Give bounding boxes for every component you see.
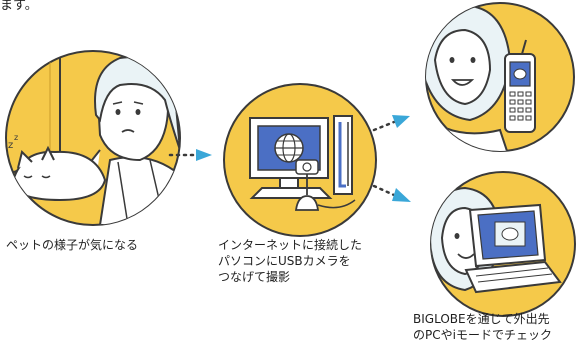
- caption-pc: インターネットに接続した パソコンにUSBカメラを つなげて撮影: [218, 237, 362, 285]
- caption-check-line: のPCやiモードでチェック: [413, 328, 552, 342]
- computer-scene: [223, 83, 377, 237]
- caption-pc-line: パソコンにUSBカメラを: [218, 254, 351, 268]
- dotted-arrow-icon: [168, 149, 212, 161]
- computer-camera-icon: [249, 115, 356, 211]
- svg-text:z: z: [8, 140, 13, 151]
- mobile-phone-icon: [504, 39, 536, 133]
- top-text-fragment: ます。: [0, 0, 38, 14]
- laptop-check-scene: [430, 171, 576, 317]
- caption-check: BIGLOBEを通じて外出先 のPCやiモードでチェック: [413, 311, 552, 343]
- dotted-arrow-icon: [372, 115, 410, 132]
- pet-scene: z z: [5, 50, 181, 226]
- globe-icon: [274, 133, 304, 163]
- caption-check-line: BIGLOBEを通じて外出先: [413, 312, 550, 326]
- caption-pc-line: インターネットに接続した: [218, 238, 363, 252]
- caption-pet: ペットの様子が気になる: [6, 237, 138, 253]
- svg-text:z: z: [14, 133, 18, 142]
- laptop-icon: [464, 203, 562, 294]
- sleeping-cat-icon: z z: [8, 133, 107, 202]
- phone-check-scene: [425, 2, 575, 152]
- caption-pc-line: つなげて撮影: [218, 270, 291, 284]
- top-text-fragment-line: ます。: [0, 0, 38, 13]
- dotted-arrow-icon: [372, 184, 411, 202]
- caption-pet-line: ペットの様子が気になる: [6, 238, 139, 252]
- woman-smiling-icon: [426, 4, 512, 151]
